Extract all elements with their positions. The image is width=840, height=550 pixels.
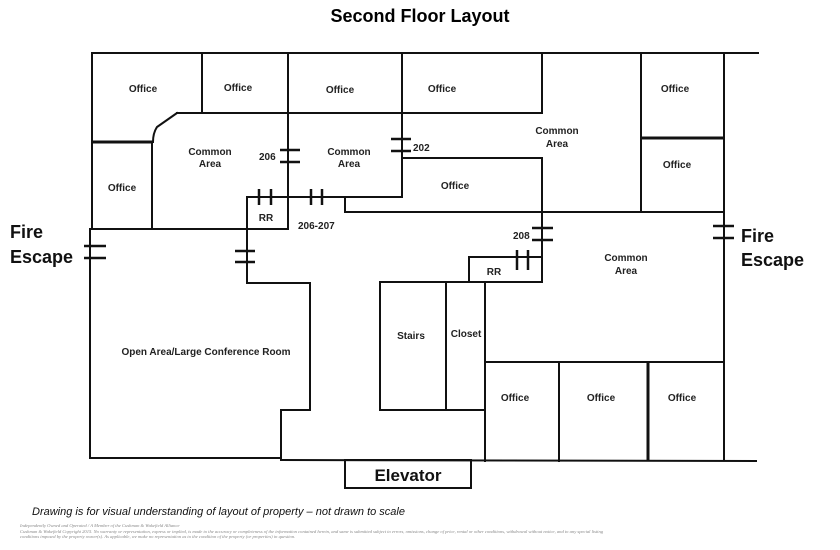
room-open-area: Open Area/Large Conference Room — [121, 347, 290, 358]
room-common-area: Common — [188, 147, 231, 158]
room-office: Office — [224, 83, 253, 94]
door-206-label: 206 — [259, 152, 276, 163]
fire-escape-right-label: Escape — [741, 250, 804, 270]
walls — [89, 52, 759, 489]
room-office: Office — [129, 84, 158, 95]
fire-escape-left-label: Fire — [10, 222, 43, 242]
room-common-area: Common — [327, 147, 370, 158]
door-202-label: 202 — [413, 143, 430, 154]
room-common-area: Common — [604, 253, 647, 264]
room-common-area: Area — [546, 139, 569, 150]
legal-line: Independently Owned and Operated / A Mem… — [20, 523, 180, 528]
door-206-207-label: 206-207 — [298, 221, 335, 232]
room-restroom: RR — [487, 267, 502, 278]
room-common-area: Area — [615, 266, 638, 277]
room-office: Office — [668, 393, 697, 404]
room-office: Office — [326, 85, 355, 96]
room-office: Office — [501, 393, 530, 404]
room-office: Office — [661, 84, 690, 95]
room-common-area: Area — [199, 159, 222, 170]
room-office: Office — [663, 160, 692, 171]
room-common-area: Area — [338, 159, 361, 170]
room-office: Office — [428, 84, 457, 95]
fire-escape-right-label: Fire — [741, 226, 774, 246]
fire-escape-left-label: Escape — [10, 247, 73, 267]
door-208-label: 208 — [513, 231, 530, 242]
doors — [84, 137, 734, 270]
elevator-label: Elevator — [374, 466, 441, 485]
scale-disclaimer: Drawing is for visual understanding of l… — [32, 506, 405, 518]
room-office: Office — [441, 181, 470, 192]
room-closet: Closet — [451, 329, 482, 340]
room-stairs: Stairs — [397, 331, 425, 342]
room-common-area: Common — [535, 126, 578, 137]
fire-escapes: Fire Escape Fire Escape — [10, 222, 804, 270]
door-labels: 206 202 206-207 208 — [259, 143, 530, 242]
page-title: Second Floor Layout — [330, 6, 510, 26]
legal-notice: Independently Owned and Operated / A Mem… — [20, 523, 820, 540]
legal-line: conditions imposed by the property owner… — [20, 534, 296, 540]
room-labels: Office Office Office Office Office Offic… — [108, 83, 697, 485]
room-office: Office — [108, 183, 137, 194]
room-office: Office — [587, 393, 616, 404]
legal-line: Cushman & Wakefield Copyright 2015. No w… — [20, 528, 604, 534]
room-restroom: RR — [259, 213, 274, 224]
